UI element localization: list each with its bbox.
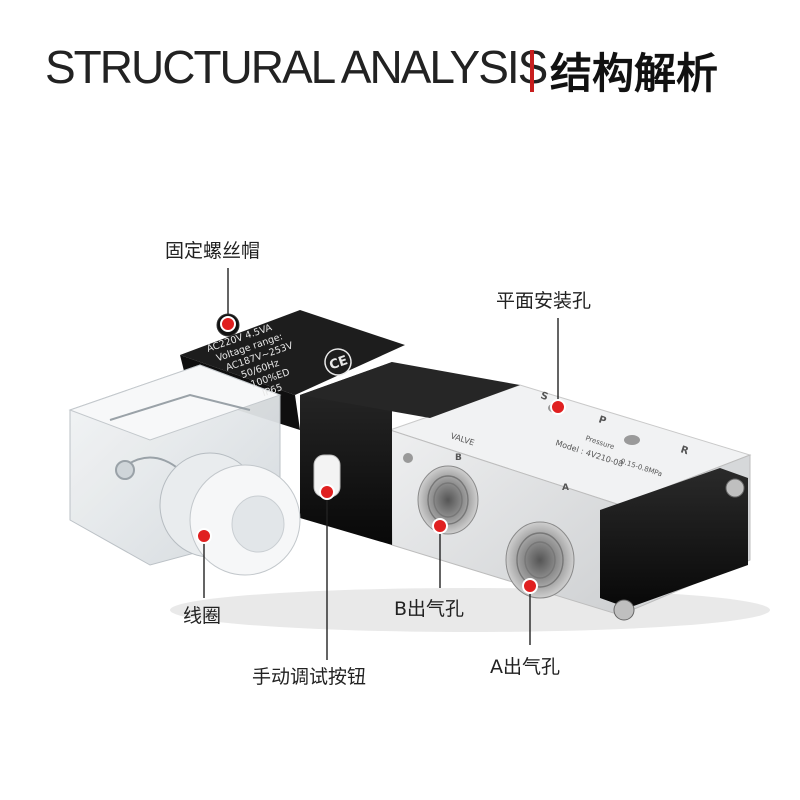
header: STRUCTURAL ANALYSIS 结构解析	[0, 30, 800, 110]
callout-outlet-b: B出气孔	[394, 598, 465, 620]
floor-shadow	[170, 588, 770, 632]
port-s-text: S	[539, 390, 549, 403]
end-cap-screw-top	[725, 478, 745, 498]
end-cap	[600, 468, 748, 608]
ce-mark-group: CE	[324, 348, 352, 376]
callout-screw-cap: 固定螺丝帽	[165, 240, 261, 262]
body-pin	[403, 453, 413, 463]
mount-hole-2	[624, 435, 640, 445]
port-threads	[427, 475, 564, 588]
coil-housing-top	[180, 310, 405, 395]
callout-coil: 线圈	[183, 605, 222, 627]
dot-coil	[196, 528, 212, 544]
dot-mount-hole	[550, 399, 566, 415]
port-r-text: R	[679, 444, 690, 457]
dot-outlet-b	[432, 518, 448, 534]
title-chinese: 结构解析	[550, 49, 719, 98]
dot-outlet-a	[522, 578, 538, 594]
callout-dots	[196, 316, 566, 594]
port-a-text: A	[562, 483, 569, 493]
solenoid-block-top	[300, 362, 520, 418]
title-english: STRUCTURAL ANALYSIS	[45, 41, 548, 93]
end-cap-screw-bottom	[613, 599, 635, 621]
callout-manual-button: 手动调试按钮	[252, 666, 367, 688]
callout-lines	[203, 268, 559, 660]
dot-manual-button	[319, 484, 335, 500]
port-b-text: B	[455, 453, 462, 463]
port-p-text: P	[597, 414, 607, 427]
solenoid-block-front	[300, 362, 392, 545]
cable-gland-bore	[231, 495, 285, 553]
callout-outlet-a: A出气孔	[490, 656, 560, 678]
ce-mark: CE	[328, 353, 350, 373]
callout-mount-hole: 平面安装孔	[496, 290, 592, 312]
connector-box-top	[68, 364, 282, 441]
coil-nameplate: AC220V 4.5VA Voltage range: AC187V~253V …	[205, 322, 295, 399]
title-divider	[530, 50, 534, 92]
dot-screw-cap	[220, 316, 236, 332]
